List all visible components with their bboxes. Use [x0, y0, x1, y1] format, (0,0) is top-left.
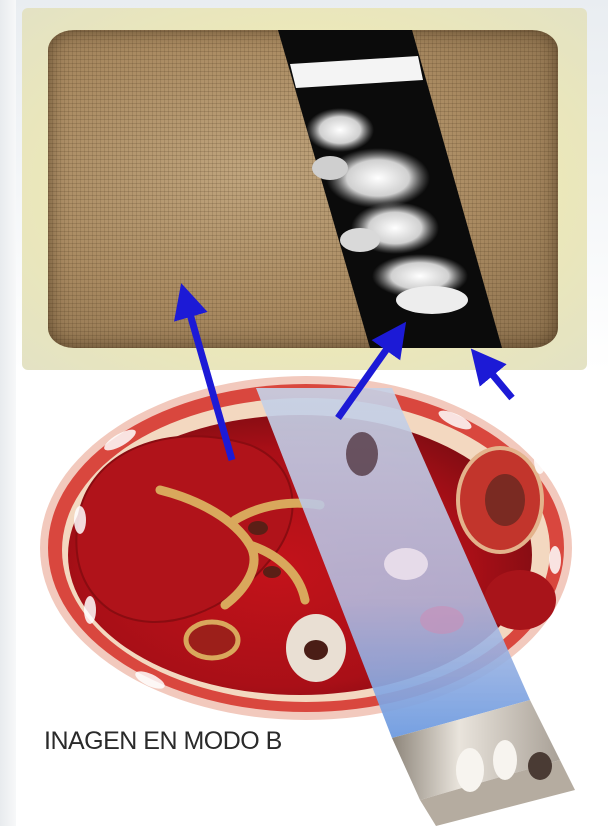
- arrow-icon: [482, 362, 512, 398]
- ultrasound-image: [278, 30, 502, 348]
- caption-label: INAGEN EN MODO B: [44, 727, 282, 756]
